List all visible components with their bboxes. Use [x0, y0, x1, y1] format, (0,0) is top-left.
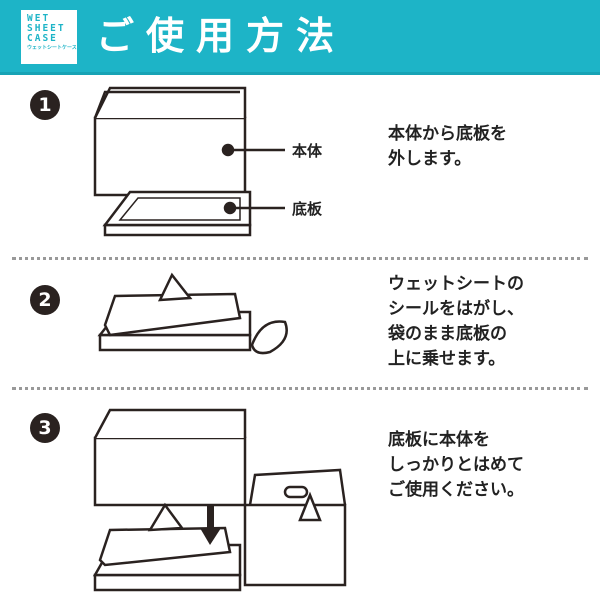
- header-banner: WET SHEET CASE ウェットシートケース ご使用方法: [0, 0, 600, 72]
- peeled-seal-illustration: [250, 320, 288, 355]
- case-body-illustration: [93, 408, 247, 507]
- step-1-description: 本体から底板を 外します。: [388, 122, 507, 172]
- base-tray-illustration: [102, 190, 252, 237]
- text-line: ウェットシートの: [388, 274, 524, 294]
- text-line: シールをはがし、: [388, 299, 524, 319]
- base-with-pack-illustration: [92, 502, 242, 592]
- logo: WET SHEET CASE ウェットシートケース: [21, 10, 77, 64]
- text-line: 本体から底板を: [388, 124, 507, 144]
- text-line: 上に乗せます。: [388, 349, 506, 369]
- logo-subtext: ウェットシートケース: [27, 45, 77, 51]
- assembled-case-illustration: [243, 468, 347, 587]
- step-1-badge: 1: [30, 90, 60, 120]
- page-title: ご使用方法: [96, 14, 347, 58]
- text-line: ご使用ください。: [388, 480, 524, 500]
- step-2-badge: 2: [30, 285, 60, 315]
- text-line: しっかりとはめて: [388, 455, 524, 475]
- wet-sheet-pack-illustration: [97, 272, 252, 352]
- label-body: 本体: [292, 142, 323, 160]
- case-body-illustration: [93, 86, 247, 197]
- text-line: 外します。: [388, 149, 472, 169]
- logo-text: WET: [27, 13, 51, 24]
- logo-text: SHEET: [27, 23, 66, 34]
- step-3-badge: 3: [30, 413, 60, 443]
- dotted-divider: [12, 387, 588, 390]
- text-line: 袋のまま底板の: [388, 324, 507, 344]
- divider: [0, 72, 600, 75]
- label-base: 底板: [292, 200, 323, 218]
- step-2-description: ウェットシートの シールをはがし、 袋のまま底板の 上に乗せます。: [388, 272, 524, 372]
- down-arrow-icon: [200, 505, 221, 545]
- step-3-description: 底板に本体を しっかりとはめて ご使用ください。: [388, 428, 524, 503]
- text-line: 底板に本体を: [388, 430, 490, 450]
- dotted-divider: [12, 257, 588, 260]
- logo-text: CASE: [27, 33, 58, 44]
